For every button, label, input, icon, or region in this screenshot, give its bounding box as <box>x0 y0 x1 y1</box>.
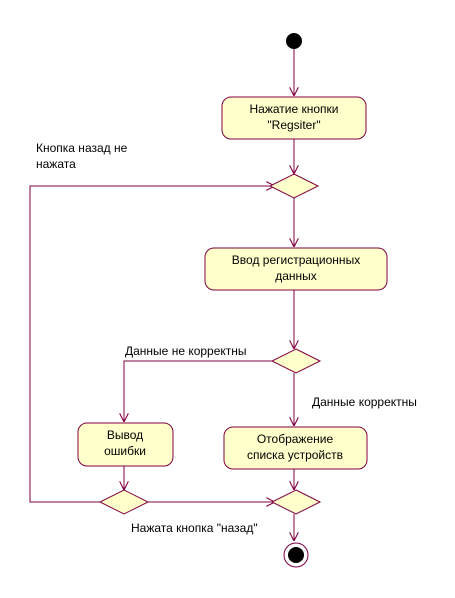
label-back-not-pressed-line1: Кнопка назад не <box>36 141 128 155</box>
merge-node-bottom <box>270 489 322 515</box>
action-press-register-line2: "Regsiter" <box>267 118 320 132</box>
action-press-register <box>221 96 367 140</box>
decision-data-valid <box>270 348 322 374</box>
merge-node-top <box>268 173 320 199</box>
action-show-error <box>77 422 174 467</box>
label-back-not-pressed-line2: нажата <box>36 157 76 171</box>
label-data-correct: Данные корректны <box>312 395 417 409</box>
action-show-devices-line2: списка устройств <box>247 448 343 462</box>
label-data-incorrect: Данные не корректны <box>125 344 247 358</box>
initial-node <box>286 33 302 49</box>
action-show-device-list <box>223 426 368 470</box>
label-back-pressed: Нажата кнопка "назад" <box>131 521 258 535</box>
action-enter-data-line1: Ввод регистрационных <box>232 253 360 267</box>
decision-back-pressed <box>98 489 150 515</box>
action-show-devices-line1: Отображение <box>257 432 334 446</box>
action-show-error-line1: Вывод <box>107 428 143 442</box>
edge-decision-to-error <box>124 360 276 422</box>
action-enter-data-line2: данных <box>275 269 317 283</box>
action-enter-registration-data <box>204 247 388 291</box>
edge-back-loop <box>29 186 275 503</box>
final-node-inner <box>288 547 304 563</box>
action-show-error-line2: ошибки <box>104 444 146 458</box>
action-press-register-line1: Нажатие кнопки <box>250 102 339 116</box>
